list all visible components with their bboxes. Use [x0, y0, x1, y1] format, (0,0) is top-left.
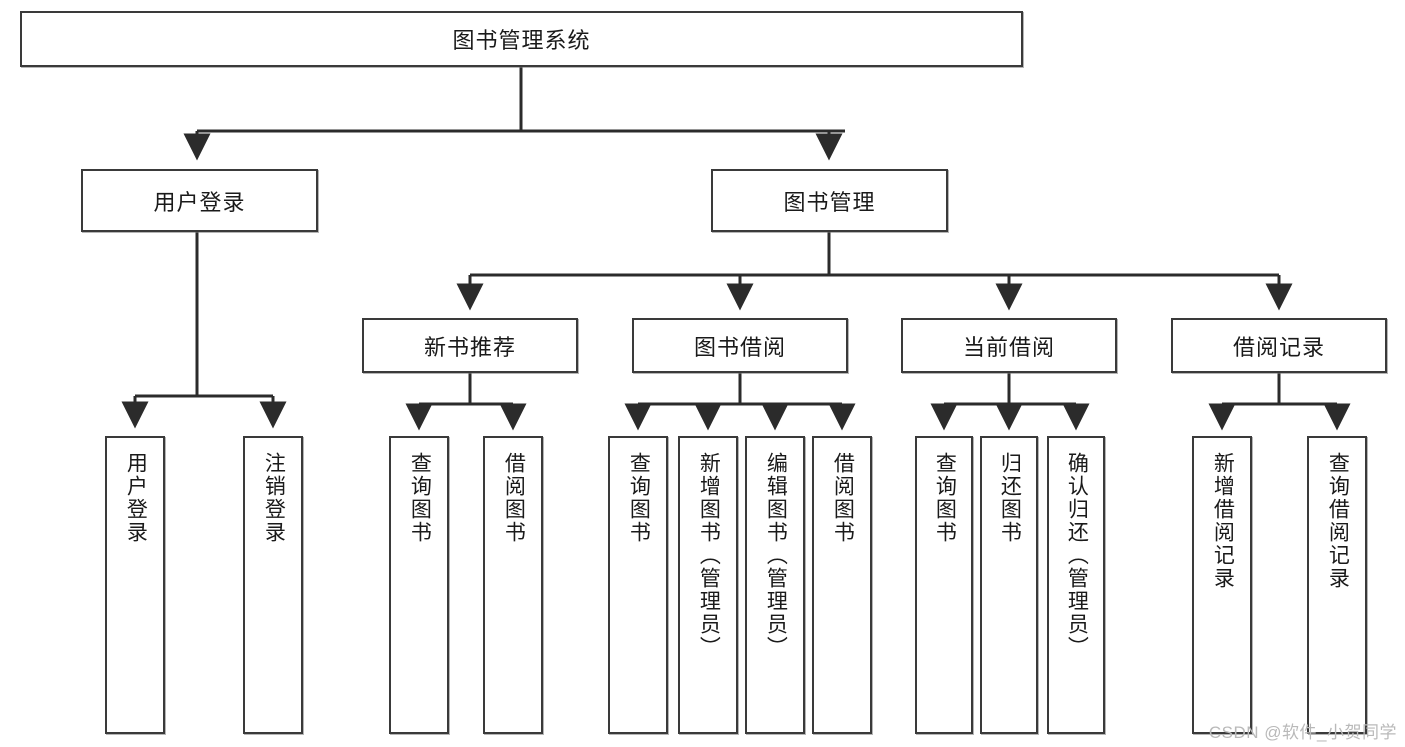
- leaf-return-book[interactable]: 归还图书: [980, 436, 1038, 734]
- node-label: 新增图书（管理员）: [697, 452, 721, 659]
- node-label: 用户登录: [153, 189, 246, 215]
- leaf-add-borrow-record[interactable]: 新增借阅记录: [1192, 436, 1252, 734]
- csdn-watermark: CSDN @软件_小贺同学: [1208, 723, 1397, 742]
- node-label: 用户登录: [124, 452, 148, 544]
- node-current-borrow[interactable]: 当前借阅: [901, 318, 1117, 373]
- node-label: 图书管理系统: [452, 28, 591, 53]
- node-label: 查询图书: [408, 452, 432, 544]
- node-borrow-record[interactable]: 借阅记录: [1171, 318, 1387, 373]
- node-label: 借阅图书: [831, 452, 855, 544]
- node-label: 确认归还（管理员）: [1065, 452, 1089, 659]
- node-label: 编辑图书（管理员）: [764, 452, 788, 659]
- node-label: 新书推荐: [423, 334, 516, 360]
- leaf-logout-login[interactable]: 注销登录: [243, 436, 303, 734]
- node-label: 查询图书: [933, 452, 957, 544]
- node-book-manage[interactable]: 图书管理: [711, 169, 948, 232]
- node-label: 图书管理: [783, 189, 876, 215]
- leaf-borrow-book-recommend[interactable]: 借阅图书: [483, 436, 543, 734]
- leaf-edit-book-admin[interactable]: 编辑图书（管理员）: [745, 436, 805, 734]
- node-label: 查询图书: [627, 452, 651, 544]
- node-book-borrow[interactable]: 图书借阅: [632, 318, 848, 373]
- node-user-login[interactable]: 用户登录: [81, 169, 318, 232]
- node-label: 借阅图书: [502, 452, 526, 544]
- leaf-borrow-book[interactable]: 借阅图书: [812, 436, 872, 734]
- leaf-add-book-admin[interactable]: 新增图书（管理员）: [678, 436, 738, 734]
- node-root-system[interactable]: 图书管理系统: [20, 11, 1023, 67]
- leaf-query-book-recommend[interactable]: 查询图书: [389, 436, 449, 734]
- node-label: 归还图书: [998, 452, 1022, 544]
- node-label: 图书借阅: [693, 334, 786, 360]
- node-label: 借阅记录: [1232, 334, 1325, 360]
- node-label: 查询借阅记录: [1326, 452, 1350, 590]
- node-label: 新增借阅记录: [1211, 452, 1235, 590]
- node-label: 注销登录: [262, 452, 286, 544]
- node-label: 当前借阅: [962, 334, 1055, 360]
- leaf-query-book-borrow[interactable]: 查询图书: [608, 436, 668, 734]
- leaf-user-login[interactable]: 用户登录: [105, 436, 165, 734]
- node-new-book-recommend[interactable]: 新书推荐: [362, 318, 578, 373]
- leaf-confirm-return-admin[interactable]: 确认归还（管理员）: [1047, 436, 1105, 734]
- leaf-query-borrow-record[interactable]: 查询借阅记录: [1307, 436, 1367, 734]
- leaf-query-book-current[interactable]: 查询图书: [915, 436, 973, 734]
